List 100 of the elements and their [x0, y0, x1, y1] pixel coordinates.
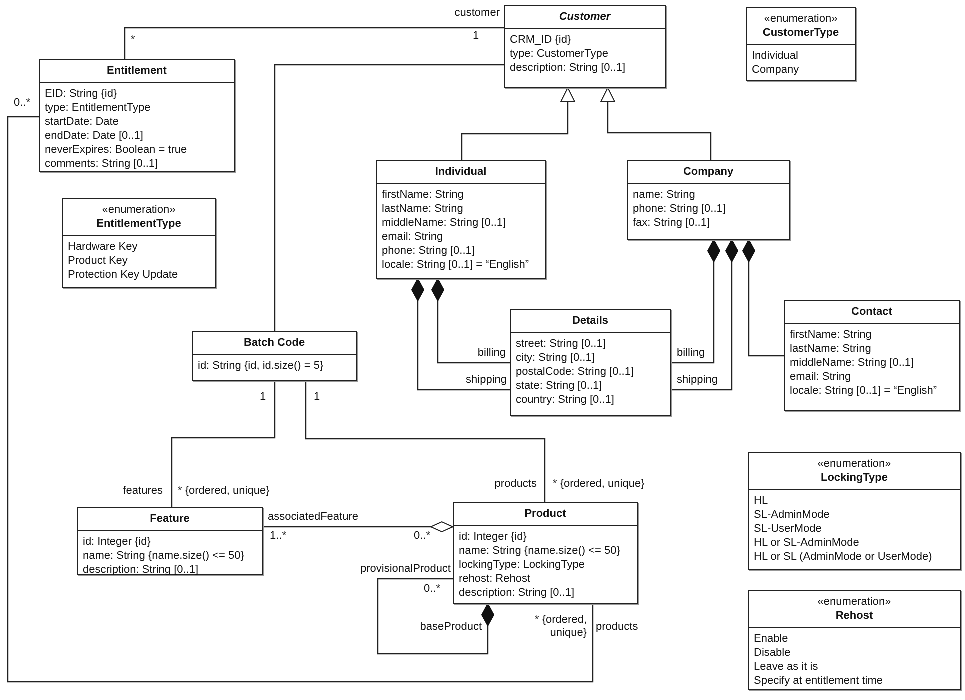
enum-literal: Disable	[754, 646, 792, 660]
enum-literal: SL-AdminMode	[754, 508, 831, 522]
multiplicity: *	[131, 34, 136, 47]
attribute: firstName: String	[790, 328, 873, 342]
role-name: customer	[454, 7, 500, 20]
enum-literal: Leave as it is	[754, 660, 820, 674]
attribute: locale: String [0..1] = “English”	[382, 258, 530, 272]
class-name: Individual	[434, 165, 488, 179]
attribute: endDate: Date [0..1]	[45, 129, 144, 143]
attribute: locale: String [0..1] = “English”	[790, 384, 938, 398]
composition-line	[742, 240, 784, 357]
class-box	[77, 507, 263, 575]
enumeration-box	[748, 590, 961, 690]
attribute: name: String	[633, 188, 696, 202]
attribute: CRM_ID {id}	[510, 33, 572, 47]
role-name: products	[494, 478, 537, 491]
attribute: type: CustomerType	[510, 47, 610, 61]
stereotype: «enumeration»	[816, 457, 892, 471]
attribute: neverExpires: Boolean = true	[45, 143, 188, 157]
attribute: description: String [0..1]	[83, 563, 200, 577]
aggregation-line	[263, 522, 454, 532]
composition-line	[432, 278, 510, 364]
stereotype: «enumeration»	[816, 595, 892, 609]
attribute: name: String {name.size() <= 50}	[459, 544, 622, 558]
enum-literal: Company	[752, 63, 800, 77]
class-name: Feature	[149, 512, 191, 526]
enum-literal: Product Key	[68, 254, 129, 268]
association-line	[124, 27, 504, 59]
class-box	[504, 5, 666, 88]
attribute: id: Integer {id}	[459, 530, 528, 544]
enumeration-box	[62, 198, 216, 288]
enum-literal: HL or SL (AdminMode or UserMode)	[754, 550, 934, 564]
attribute: postalCode: String [0..1]	[516, 365, 636, 379]
enum-literal: Hardware Key	[68, 240, 139, 254]
class-name: Company	[682, 165, 735, 179]
attribute: fax: String [0..1]	[633, 216, 712, 230]
attribute: street: String [0..1]	[516, 337, 607, 351]
attribute: city: String [0..1]	[516, 351, 596, 365]
multiplicity: 1	[473, 30, 480, 43]
attribute: startDate: Date	[45, 115, 120, 129]
class-box	[510, 309, 671, 416]
attribute: firstName: String	[382, 188, 465, 202]
attribute: country: String [0..1]	[516, 393, 616, 407]
class-name: Customer	[558, 10, 612, 24]
attribute: state: String [0..1]	[516, 379, 604, 393]
composition-line	[671, 240, 738, 391]
stereotype: «enumeration»	[763, 12, 839, 26]
attribute: description: String [0..1]	[510, 61, 627, 75]
role-name: associatedFeature	[268, 511, 358, 524]
enum-literal: Enable	[754, 632, 790, 646]
class-box	[453, 502, 638, 604]
class-box	[784, 300, 960, 411]
attribute: rehost: Rehost	[459, 572, 532, 586]
composition-line	[377, 578, 494, 655]
enum-literal: SL-UserMode	[754, 522, 823, 536]
attribute: type: EntitlementType	[45, 101, 152, 115]
attribute: lockingType: LockingType	[459, 558, 586, 572]
enumeration-box	[748, 452, 961, 570]
attribute: description: String [0..1]	[459, 586, 576, 600]
attribute: middleName: String [0..1]	[790, 356, 916, 370]
generalization-arrow	[600, 88, 712, 160]
generalization-arrow	[461, 88, 576, 160]
role-name: billing	[478, 347, 506, 360]
association-line	[7, 116, 594, 683]
class-box	[627, 160, 790, 240]
attribute: phone: String [0..1]	[633, 202, 727, 216]
class-box	[192, 331, 357, 381]
attribute: id: Integer {id}	[83, 535, 152, 549]
class-name: Details	[571, 314, 610, 328]
attribute: email: String	[382, 230, 444, 244]
association-line	[171, 381, 276, 507]
role-name: shipping	[466, 374, 507, 387]
multiplicity: 1	[260, 391, 266, 404]
composition-line	[412, 278, 510, 391]
multiplicity: 0..*	[14, 97, 31, 110]
enum-literal: HL	[754, 494, 770, 508]
multiplicity: 0..*	[424, 583, 441, 596]
multiplicity: * {ordered, unique}	[534, 614, 587, 640]
class-name: CustomerType	[762, 26, 840, 40]
multiplicity: 1	[314, 391, 320, 404]
class-box	[376, 160, 546, 279]
association-line	[305, 381, 546, 502]
class-name: EntitlementType	[96, 217, 182, 231]
multiplicity: 1..*	[270, 530, 287, 543]
class-box	[39, 59, 235, 172]
attribute: middleName: String [0..1]	[382, 216, 508, 230]
class-name: Product	[524, 507, 568, 521]
attribute: email: String	[790, 370, 852, 384]
enum-literal: Protection Key Update	[68, 268, 180, 282]
multiplicity: 0..*	[414, 530, 431, 543]
attribute: phone: String [0..1]	[382, 244, 476, 258]
composition-line	[671, 240, 720, 364]
attribute: lastName: String	[382, 202, 464, 216]
attribute: id: String {id, id.size() = 5}	[198, 359, 325, 373]
enum-literal: Specify at entitlement time	[754, 674, 884, 688]
role-name: provisionalProduct	[360, 563, 451, 576]
attribute: name: String {name.size() <= 50}	[83, 549, 246, 563]
enum-literal: HL or SL-AdminMode	[754, 536, 860, 550]
class-name: Contact	[850, 305, 894, 319]
role-name: baseProduct	[420, 621, 482, 634]
